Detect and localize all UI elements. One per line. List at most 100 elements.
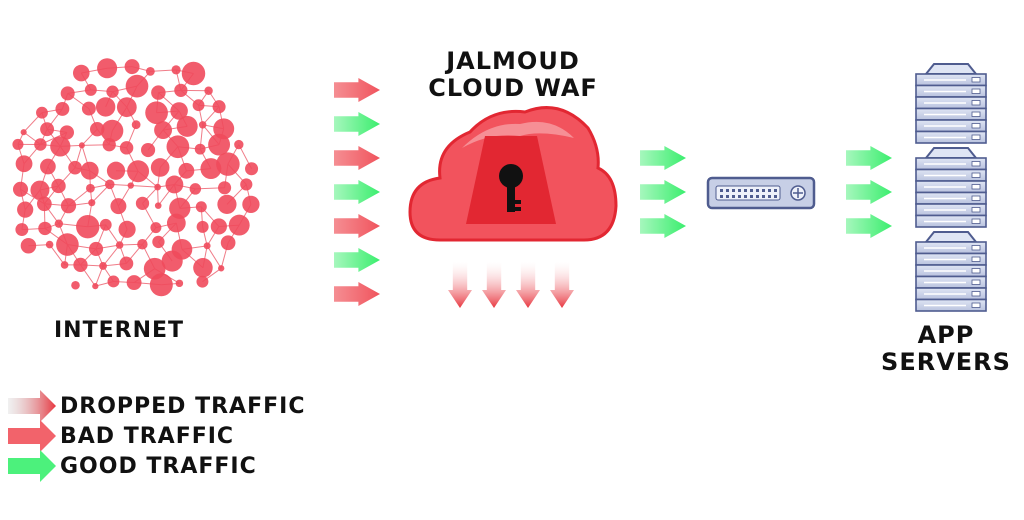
server-rack (915, 231, 987, 312)
network-node (15, 223, 29, 237)
network-node (78, 142, 85, 149)
network-node (203, 242, 211, 250)
legend-bad-label: BAD TRAFFIC (60, 424, 235, 449)
network-node (119, 256, 134, 271)
network-node (127, 182, 134, 189)
network-node (72, 64, 90, 82)
network-node (15, 155, 33, 173)
switch-to-server-arrows (846, 146, 892, 238)
switch-port (750, 195, 753, 198)
network-node (150, 222, 162, 234)
network-node (88, 241, 104, 256)
network-node (54, 219, 64, 228)
server-rack (915, 63, 987, 144)
switch-port (744, 189, 747, 192)
switch-port (762, 189, 765, 192)
bad-traffic-arrow (334, 78, 380, 102)
network-node (95, 97, 116, 117)
network-node (169, 197, 191, 219)
network-node (80, 161, 99, 180)
network-node (34, 138, 47, 151)
network-node (152, 235, 165, 249)
network-node (68, 160, 82, 175)
network-node (20, 237, 37, 254)
network-node (36, 106, 48, 119)
switch-port (720, 189, 723, 192)
network-node (102, 138, 116, 152)
network-node (154, 183, 161, 191)
network-node (218, 265, 225, 272)
network-node (228, 214, 250, 236)
switch-port (756, 189, 759, 192)
good-traffic-arrow (640, 214, 686, 238)
network-node (17, 201, 34, 218)
network-node (76, 215, 100, 239)
app-servers-label-line1: APP (917, 321, 975, 349)
network-node (12, 138, 24, 150)
network-node (208, 133, 231, 156)
network-node (90, 121, 105, 137)
network-node (170, 102, 188, 120)
bad-traffic-arrow (334, 214, 380, 238)
network-node (192, 99, 205, 112)
switch-port (768, 195, 771, 198)
network-node (97, 58, 118, 79)
network-node (149, 273, 173, 297)
waf-to-switch-arrows (640, 146, 686, 238)
network-node (240, 178, 253, 191)
network-node (20, 129, 27, 136)
legend-dropped-arrow (8, 390, 56, 422)
internet-network-icon (12, 58, 260, 297)
network-node (115, 241, 124, 249)
network-node (151, 85, 166, 100)
network-node (198, 121, 207, 129)
network-node (176, 115, 198, 137)
network-node (166, 213, 186, 233)
cloud-highlight (462, 121, 574, 148)
network-node (218, 181, 232, 195)
switch-port (726, 195, 729, 198)
switch-port (768, 189, 771, 192)
network-node (145, 101, 168, 125)
network-node (30, 180, 50, 200)
network-node (145, 66, 155, 76)
network-node (71, 280, 80, 290)
cloud-waf-icon (408, 106, 618, 242)
network-node (175, 279, 184, 288)
server-rack (915, 147, 987, 228)
network-node (50, 136, 71, 157)
network-node (106, 85, 119, 98)
network-nodes (12, 58, 260, 297)
network-node (110, 198, 127, 215)
app-servers-label: APP SERVERS (876, 322, 1016, 376)
waf-title-line2: CLOUD WAF (428, 74, 598, 102)
legend-good-label: GOOD TRAFFIC (60, 454, 257, 479)
network-node (234, 139, 244, 150)
internet-label: INTERNET (54, 318, 185, 343)
network-node (45, 240, 54, 249)
network-node (165, 175, 184, 194)
network-node (216, 152, 240, 176)
dropped-traffic-arrow (550, 262, 574, 308)
network-node (104, 179, 115, 190)
network-node (245, 162, 259, 176)
legend (8, 390, 56, 482)
network-node (73, 257, 88, 273)
network-node (181, 61, 206, 86)
network-node (137, 239, 148, 250)
network-node (107, 275, 120, 288)
bad-traffic-arrow (334, 146, 380, 170)
network-node (204, 86, 213, 95)
network-node (196, 220, 209, 233)
network-node (196, 275, 209, 288)
bad-traffic-arrow (334, 282, 380, 306)
network-node (178, 162, 195, 179)
network-node (131, 120, 141, 130)
network-node (141, 142, 156, 158)
good-traffic-arrow (334, 248, 380, 272)
legend-good-arrow (8, 450, 56, 482)
network-node (81, 101, 96, 116)
network-node (200, 158, 222, 180)
network-node (166, 135, 190, 159)
